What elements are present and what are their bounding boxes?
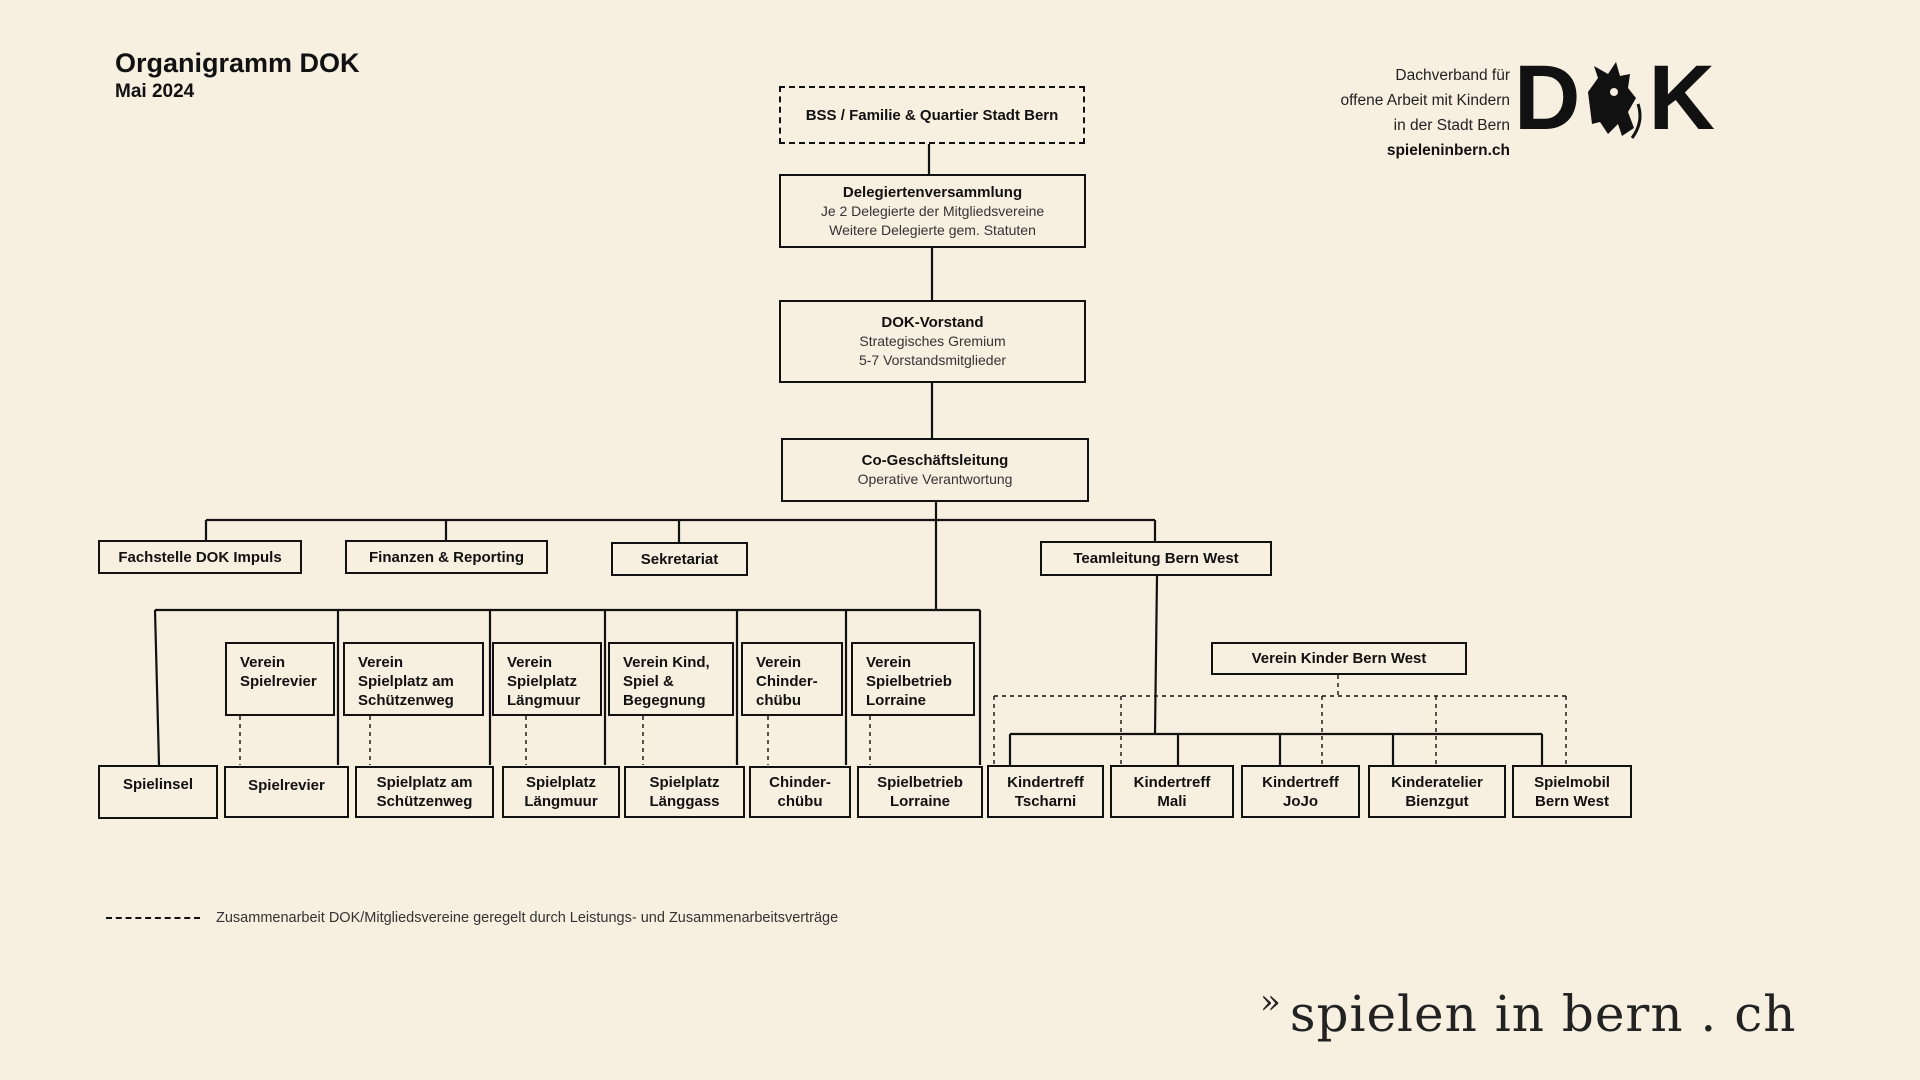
verein-l2: Chinder- xyxy=(756,673,818,690)
angebot-spielinsel: Spielinsel xyxy=(98,765,218,819)
angebot-l2: chübu xyxy=(777,793,823,810)
logo-url[interactable]: spieleninbern.ch xyxy=(1386,142,1510,159)
node-teamleitung-title: Teamleitung Bern West xyxy=(1073,550,1239,567)
logo-tagline: Dachverband für offene Arbeit mit Kinder… xyxy=(1341,63,1510,163)
verein-l1: Verein xyxy=(756,654,802,671)
verein-l2: Spielplatz xyxy=(507,673,578,690)
verein-l1: Verein Kind, xyxy=(623,654,710,671)
logo-line-2: offene Arbeit mit Kindern xyxy=(1340,92,1510,109)
verein-l1: Verein xyxy=(507,654,553,671)
angebot-l1: Spielmobil xyxy=(1534,773,1610,791)
verein-l3: chübu xyxy=(756,692,801,709)
angebot-spielmobil-bern-west: Spielmobil Bern West xyxy=(1512,765,1632,818)
dok-logo: D K xyxy=(1514,52,1715,144)
node-gl-title: Co-Geschäftsleitung xyxy=(861,452,1009,469)
footer-text: spielen in bern . ch xyxy=(1289,985,1797,1043)
angebot-l1: Spielplatz am xyxy=(376,774,473,791)
node-finanzen-title: Finanzen & Reporting xyxy=(369,548,524,566)
angebot-l2: Lorraine xyxy=(889,793,950,810)
angebot-l1: Kinderatelier xyxy=(1391,773,1483,791)
node-vorstand-line2: 5-7 Vorstandsmitglieder xyxy=(858,352,1007,368)
angebot-l1: Kindertreff xyxy=(1007,773,1084,791)
angebot-l1: Kindertreff xyxy=(1133,773,1211,791)
verein-l2: Spiel & xyxy=(623,673,674,690)
page-title: Organigramm DOK xyxy=(115,48,360,78)
angebot-l2: Tscharni xyxy=(1014,792,1077,810)
connector-teamleitung-stem xyxy=(1153,575,1159,735)
verein-l1: Verein xyxy=(240,654,286,671)
verein-l3: Lorraine xyxy=(866,692,927,709)
angebot-l2: Schützenweg xyxy=(376,793,473,810)
node-delegierte-line2: Weitere Delegierte gem. Statuten xyxy=(829,221,1036,238)
angebot-kindertreff-jojo: Kindertreff JoJo xyxy=(1241,765,1360,818)
verein-kind-spiel-begegnung: Verein Kind, Spiel & Begegnung xyxy=(608,642,734,716)
footer-signature: »spielen in bern . ch xyxy=(1260,982,1796,1043)
node-teamleitung-bern-west: Teamleitung Bern West xyxy=(1040,541,1272,576)
node-co-geschaeftsleitung: Co-Geschäftsleitung Operative Verantwort… xyxy=(781,438,1089,502)
angebot-l2: Länggass xyxy=(649,793,720,810)
verein-l1: Verein xyxy=(866,654,912,671)
angebot-l1: Spielplatz xyxy=(649,774,720,791)
legend-text: Zusammenarbeit DOK/Mitgliedsvereine gere… xyxy=(216,910,839,926)
node-sekretariat-title: Sekretariat xyxy=(640,550,719,568)
angebot-kinderatelier-bienzgut: Kinderatelier Bienzgut xyxy=(1368,765,1506,818)
verein-l2: Spielrevier xyxy=(240,673,317,690)
node-verein-kinder-bern-west: Verein Kinder Bern West xyxy=(1211,642,1467,675)
logo-letter-d: D xyxy=(1514,47,1580,149)
verein-l2: Spielplatz am xyxy=(358,673,454,690)
angebot-spielrevier: Spielrevier xyxy=(224,766,349,818)
node-delegierte-title: Delegiertenversammlung xyxy=(842,183,1023,201)
connector-spielinsel xyxy=(153,609,161,766)
node-gl-line1: Operative Verantwortung xyxy=(857,471,1013,487)
node-impuls-title: Fachstelle DOK Impuls xyxy=(118,548,282,566)
footer-quote: » xyxy=(1260,982,1282,1022)
angebot-l2: Längmuur xyxy=(524,793,598,810)
angebot-spielplatz-laengmuur: Spielplatz Längmuur xyxy=(502,766,620,818)
verein-spielbetrieb-lorraine: Verein Spielbetrieb Lorraine xyxy=(851,642,975,716)
angebot-l2: Bienzgut xyxy=(1405,792,1469,810)
angebot-l2: JoJo xyxy=(1282,792,1318,810)
logo-line-3: in der Stadt Bern xyxy=(1393,117,1510,134)
verein-spielplatz-laengmuur: Verein Spielplatz Längmuur xyxy=(492,642,602,716)
verein-l2: Spielbetrieb xyxy=(866,673,952,690)
angebot-l1: Spielrevier xyxy=(248,777,325,794)
angebot-l2: Bern West xyxy=(1535,792,1609,810)
angebot-l1: Spielbetrieb xyxy=(877,774,963,791)
node-bss-title: BSS / Familie & Quartier Stadt Bern xyxy=(805,106,1059,124)
node-delegiertenversammlung: Delegiertenversammlung Je 2 Delegierte d… xyxy=(779,174,1086,248)
node-fachstelle-impuls: Fachstelle DOK Impuls xyxy=(98,540,302,574)
verein-l1: Verein xyxy=(358,654,404,671)
angebot-spielplatz-schuetzenweg: Spielplatz am Schützenweg xyxy=(355,766,494,818)
angebot-l1: Chinder- xyxy=(769,774,831,791)
node-finanzen: Finanzen & Reporting xyxy=(345,540,548,574)
node-sekretariat: Sekretariat xyxy=(611,542,748,576)
angebot-kindertreff-mali: Kindertreff Mali xyxy=(1110,765,1234,818)
angebot-l2: Mali xyxy=(1157,792,1187,810)
angebot-spielbetrieb-lorraine: Spielbetrieb Lorraine xyxy=(857,766,983,818)
verein-spielrevier: Verein Spielrevier xyxy=(225,642,335,716)
page-subtitle: Mai 2024 xyxy=(115,81,195,102)
angebot-kindertreff-tscharni: Kindertreff Tscharni xyxy=(987,765,1104,818)
angebot-l1: Spielinsel xyxy=(122,776,194,793)
verein-l3: Begegnung xyxy=(623,692,706,709)
angebot-l1: Kindertreff xyxy=(1262,773,1339,791)
logo-line-1: Dachverband für xyxy=(1395,67,1510,84)
verein-l3: Längmuur xyxy=(507,692,581,709)
dog-mascot-icon xyxy=(1578,52,1648,144)
logo-letter-k: K xyxy=(1648,47,1714,149)
legend-dashed-line xyxy=(106,917,200,919)
node-bss: BSS / Familie & Quartier Stadt Bern xyxy=(779,86,1085,144)
verein-l3: Schützenweg xyxy=(358,692,454,709)
node-vorstand-title: DOK-Vorstand xyxy=(881,314,984,331)
angebot-chinderchuebu: Chinder- chübu xyxy=(749,766,851,818)
node-vorstand-line1: Strategisches Gremium xyxy=(859,333,1006,349)
node-vorstand: DOK-Vorstand Strategisches Gremium 5-7 V… xyxy=(779,300,1086,383)
node-verein-kbw-title: Verein Kinder Bern West xyxy=(1251,650,1427,667)
verein-chinderchuebu: Verein Chinder- chübu xyxy=(741,642,843,716)
angebot-spielplatz-laenggass: Spielplatz Länggass xyxy=(624,766,745,818)
angebot-l1: Spielplatz xyxy=(525,774,596,791)
verein-spielplatz-schuetzenweg: Verein Spielplatz am Schützenweg xyxy=(343,642,484,716)
node-delegierte-line1: Je 2 Delegierte der Mitgliedsvereine xyxy=(820,202,1045,219)
